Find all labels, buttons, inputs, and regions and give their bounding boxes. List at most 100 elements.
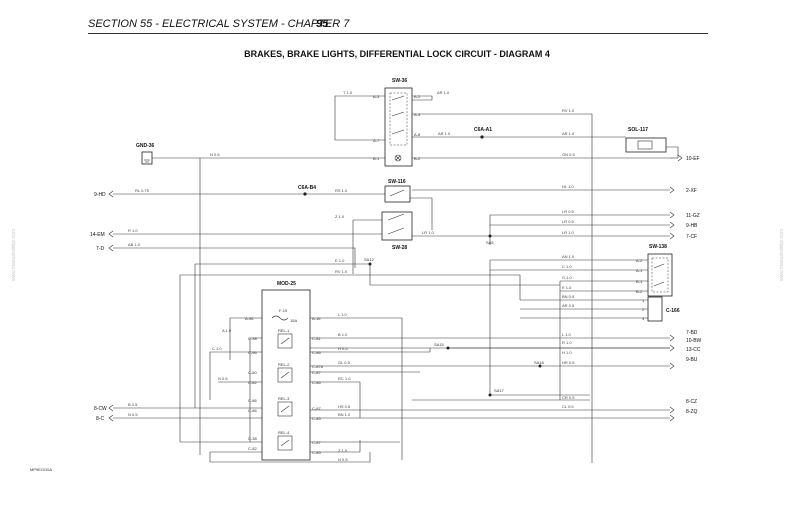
sw36-label: SW-36	[392, 78, 407, 84]
svg-text:LR 0.5: LR 0.5	[562, 219, 575, 224]
sw28-switch: SW-28	[381, 211, 413, 251]
svg-text:RV 1.0: RV 1.0	[562, 108, 575, 113]
svg-text:SA15: SA15	[434, 342, 445, 347]
svg-text:C-86: C-86	[248, 408, 257, 413]
svg-text:BN 1.0: BN 1.0	[338, 412, 351, 417]
svg-text:E 1.0: E 1.0	[562, 285, 572, 290]
section-title: SECTION 55 - ELECTRICAL SYSTEM - CHAPTER…	[88, 18, 350, 30]
svg-text:C-38: C-38	[248, 336, 257, 341]
svg-text:LR 1.0: LR 1.0	[562, 230, 575, 235]
svg-text:Z 1.0: Z 1.0	[335, 214, 345, 219]
svg-text:B-2: B-2	[636, 289, 643, 294]
svg-text:A-2: A-2	[636, 258, 643, 263]
svg-text:CR 0.5: CR 0.5	[562, 395, 575, 400]
svg-text:E 1.0: E 1.0	[335, 258, 345, 263]
svg-text:BN 0.5: BN 0.5	[562, 294, 575, 299]
svg-text:C-87: C-87	[312, 370, 321, 375]
svg-text:15A: 15A	[290, 318, 297, 323]
svg-text:C-80: C-80	[248, 370, 257, 375]
svg-text:2: 2	[642, 307, 645, 312]
terminal-9-bu: 9-BU	[686, 357, 698, 363]
svg-text:HS 0.5: HS 0.5	[338, 404, 351, 409]
svg-text:H 0.5: H 0.5	[338, 346, 348, 351]
svg-text:LR 1.0: LR 1.0	[422, 230, 435, 235]
svg-text:C-87a: C-87a	[312, 364, 324, 369]
svg-text:AR 1.0: AR 1.0	[437, 90, 450, 95]
svg-text:H 1.0: H 1.0	[562, 350, 572, 355]
mod25-module: MOD-25 F-19 15A REL-1 REL-2 REL-3 REL-4 …	[245, 281, 324, 461]
terminal-9-hd: 9-HD	[94, 192, 106, 198]
svg-text:HL 1.0: HL 1.0	[562, 184, 574, 189]
svg-text:GN 0.5: GN 0.5	[562, 152, 575, 157]
terminal-9-hb: 9-HB	[686, 223, 698, 229]
figure-id: MP9EGG0A	[30, 467, 52, 472]
terminal-8-cw: 8-CW	[94, 406, 107, 412]
page-header: SECTION 55 - ELECTRICAL SYSTEM - CHAPTER…	[88, 18, 728, 33]
left-terminals: 9-HD 14-EM 7-D 8-CW 8-C	[90, 190, 114, 422]
svg-text:A-2: A-2	[414, 94, 421, 99]
svg-text:C 1.0: C 1.0	[562, 264, 572, 269]
terminal-10-ef: 10-EF	[686, 156, 700, 162]
svg-text:AR 1.0: AR 1.0	[562, 131, 575, 136]
svg-text:GL 0.5: GL 0.5	[338, 360, 351, 365]
terminal-8-c: 8-C	[96, 416, 104, 422]
terminal-7-bd: 7-BD	[686, 330, 698, 336]
svg-text:C 1.0: C 1.0	[212, 346, 222, 351]
splices: SA12 SA5 SA15 SA18 SA17	[364, 234, 545, 397]
svg-text:C-81: C-81	[312, 336, 321, 341]
svg-text:AN 1.0: AN 1.0	[562, 254, 575, 259]
terminal-13-cc: 13-CC	[686, 347, 701, 353]
c166-connector: C-166 1 2 3	[642, 296, 680, 322]
svg-text:T 1.0: T 1.0	[343, 90, 353, 95]
svg-text:F-19: F-19	[279, 308, 288, 313]
svg-text:SA12: SA12	[364, 257, 375, 262]
svg-text:RV 1.0: RV 1.0	[335, 269, 348, 274]
svg-text:AB 1.0: AB 1.0	[128, 242, 141, 247]
sw116-label: SW-116	[388, 179, 406, 185]
svg-text:A-7: A-7	[373, 138, 380, 143]
svg-text:R 1.0: R 1.0	[562, 340, 572, 345]
svg-text:A-1: A-1	[636, 268, 643, 273]
terminal-14-em: 14-EM	[90, 232, 105, 238]
svg-text:A-8: A-8	[414, 132, 421, 137]
svg-text:REL-1: REL-1	[278, 328, 290, 333]
sol117-solenoid: SOL-117	[625, 127, 667, 153]
svg-text:HR 0.5: HR 0.5	[562, 360, 575, 365]
terminal-11-gz: 11-GZ	[686, 213, 700, 219]
svg-text:C-38: C-38	[248, 436, 257, 441]
gnd36-label: GND-36	[136, 143, 155, 149]
svg-text:N 0.5: N 0.5	[218, 376, 228, 381]
svg-text:N 0.5: N 0.5	[210, 152, 220, 157]
sw36-switch: SW-36 A-3 A-2 A-4 A-7 A-8 B-1 B-2	[373, 78, 421, 167]
terminal-8-zq: 8-ZQ	[686, 409, 698, 415]
svg-text:AR 1.0: AR 1.0	[438, 131, 451, 136]
svg-text:C-86: C-86	[312, 350, 321, 355]
sw138-switch: SW-138 A-2 A-1 B-1 B-2	[636, 244, 673, 297]
svg-text:1: 1	[642, 298, 645, 303]
svg-text:A 1.0: A 1.0	[222, 328, 232, 333]
svg-text:C-85: C-85	[312, 416, 321, 421]
svg-text:C-86: C-86	[312, 380, 321, 385]
sw28-label: SW-28	[392, 245, 407, 251]
svg-text:R 1.0: R 1.0	[128, 228, 138, 233]
svg-text:C-82: C-82	[248, 380, 257, 385]
c166-label: C-166	[666, 308, 680, 314]
svg-text:SA17: SA17	[494, 388, 505, 393]
wires	[113, 95, 679, 463]
svg-text:REL-2: REL-2	[278, 362, 290, 367]
svg-text:REL-4: REL-4	[278, 430, 290, 435]
terminal-7-d: 7-D	[96, 246, 104, 252]
svg-text:C-87: C-87	[312, 406, 321, 411]
svg-text:C-85: C-85	[312, 450, 321, 455]
c6a-a1-label: C6A-A1	[474, 127, 492, 133]
svg-text:SA18: SA18	[534, 360, 545, 365]
header-rule	[88, 33, 708, 34]
svg-text:C-96: C-96	[248, 350, 257, 355]
gnd36-ground: GND-36	[136, 143, 155, 165]
svg-text:REL-3: REL-3	[278, 396, 290, 401]
svg-text:RC 1.0: RC 1.0	[338, 376, 351, 381]
terminal-10-bw: 10-BW	[686, 338, 702, 344]
svg-text:C-87: C-87	[312, 440, 321, 445]
